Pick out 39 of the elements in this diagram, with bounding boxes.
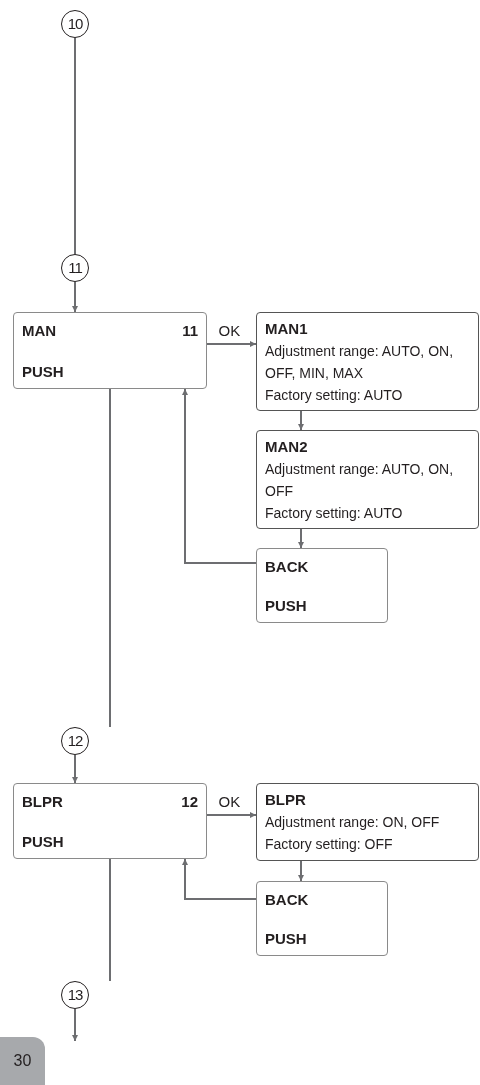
setting-text: Factory setting: AUTO xyxy=(265,504,404,523)
arrow xyxy=(72,754,78,784)
menu-title: BACK xyxy=(265,891,309,910)
menu-action: PUSH xyxy=(22,363,65,382)
menu-display-box xyxy=(256,548,388,623)
menu-title: MAN xyxy=(22,322,57,341)
menu-title: BACK xyxy=(265,558,309,577)
setting-box xyxy=(256,312,479,411)
menu-display-box xyxy=(256,881,388,956)
menu-action: PUSH xyxy=(265,597,308,616)
arrow xyxy=(298,528,304,549)
arrow xyxy=(182,388,257,564)
menu-display-box xyxy=(13,783,207,859)
menu-title: BLPR xyxy=(22,793,63,812)
setting-title: MAN1 xyxy=(265,319,309,339)
setting-text: Factory setting: AUTO xyxy=(265,386,404,405)
menu-number: 11 xyxy=(182,322,198,341)
arrow xyxy=(182,858,257,900)
setting-title: MAN2 xyxy=(265,437,309,457)
edge-label: OK xyxy=(217,323,242,338)
setting-box xyxy=(256,430,479,529)
menu-number: 12 xyxy=(181,793,198,812)
setting-text: Adjustment range: ON, OFF xyxy=(265,813,441,832)
menu-action: PUSH xyxy=(22,833,65,852)
edge-label: OK xyxy=(217,794,242,809)
setting-text: Adjustment range: AUTO, ON, OFF xyxy=(265,460,455,501)
arrow xyxy=(72,281,78,313)
setting-box xyxy=(256,783,479,861)
setting-text: Factory setting: OFF xyxy=(265,835,394,854)
arrow xyxy=(72,1008,78,1042)
arrow xyxy=(206,812,257,818)
menu-action: PUSH xyxy=(265,930,308,949)
arrow xyxy=(298,860,304,882)
setting-title: BLPR xyxy=(265,790,307,810)
arrow xyxy=(206,341,257,347)
setting-text: Adjustment range: AUTO, ON, OFF, MIN, MAX xyxy=(265,342,455,383)
page-number-tab: 30 xyxy=(0,1037,45,1085)
menu-display-box xyxy=(13,312,207,389)
arrow xyxy=(298,410,304,431)
